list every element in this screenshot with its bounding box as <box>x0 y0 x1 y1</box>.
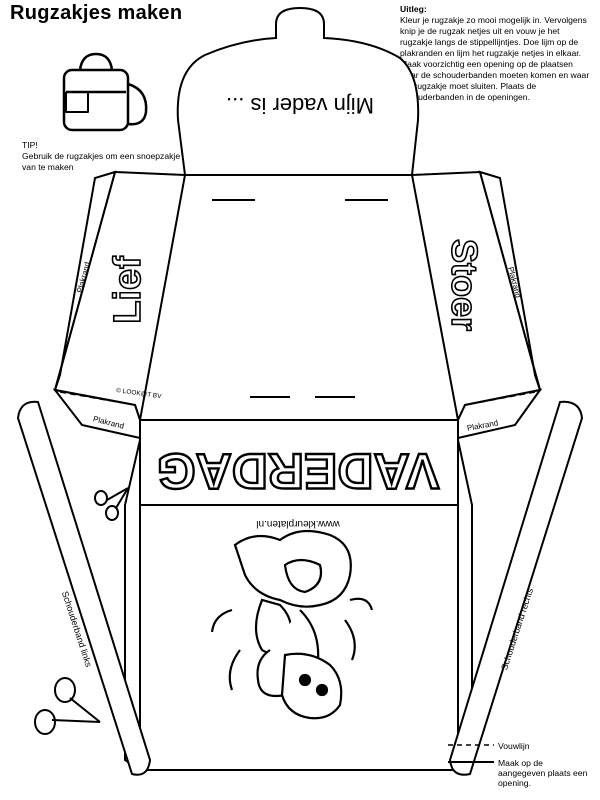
side-word-left: Lief <box>107 256 149 324</box>
backpack-icon <box>62 52 148 132</box>
cartoon-character-drawing <box>210 529 374 720</box>
tip-heading: TIP! <box>22 140 38 150</box>
top-flap <box>176 6 420 176</box>
website-text: www.kleurplaten.nl <box>256 518 340 529</box>
tip-body: Gebruik de rugzakjes om een snoepzakje v… <box>22 151 181 172</box>
page-title: Rugzakjes maken <box>10 2 183 24</box>
instructions-heading: Uitleg: <box>400 4 427 14</box>
instructions-body: Kleur je rugzakje zo mooi mogelijk in. V… <box>400 15 590 102</box>
side-word-right: Stoer <box>444 239 485 331</box>
instructions: Uitleg: Kleur je rugzakje zo mooi mogeli… <box>400 4 592 103</box>
scissors-icon <box>94 487 129 521</box>
scissors-icon <box>34 677 101 735</box>
strap-right <box>448 400 584 776</box>
legend-cut-label: Maak op de aangegeven plaats een opening… <box>498 758 588 788</box>
legend-fold-label: Vouwlijn <box>498 741 530 751</box>
tip: TIP! Gebruik de rugzakjes om een snoepza… <box>22 140 182 173</box>
strap-left <box>16 400 152 776</box>
flap-text: Mijn vader is ... <box>226 93 374 118</box>
opening-marks <box>212 199 388 398</box>
front-word: VADERDAG <box>157 443 439 499</box>
